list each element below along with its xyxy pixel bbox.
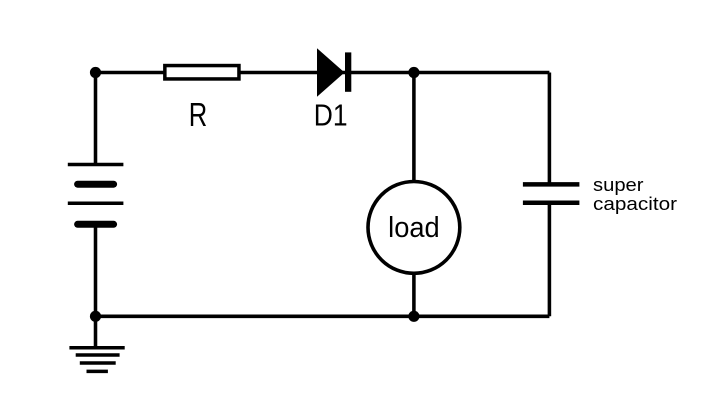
svg-text:D1: D1 <box>314 97 348 132</box>
svg-text:capacitor: capacitor <box>593 193 677 214</box>
svg-text:super: super <box>593 174 644 195</box>
svg-text:load: load <box>388 212 440 244</box>
svg-text:R: R <box>189 96 208 133</box>
